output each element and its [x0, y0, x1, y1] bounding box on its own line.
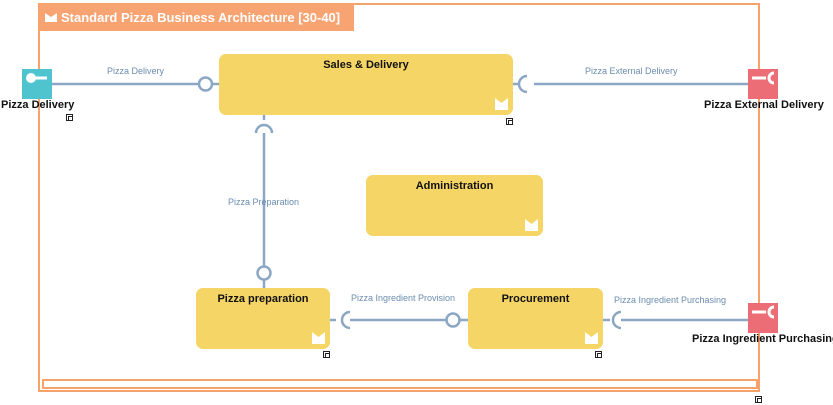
label-pizza-preparation: Pizza Preparation	[228, 197, 300, 207]
required-port-icon[interactable]	[748, 303, 778, 333]
label-pizza-external-delivery: Pizza External Delivery	[585, 66, 678, 76]
component-icon	[585, 332, 598, 344]
component-icon	[45, 13, 57, 22]
component-administration[interactable]: Administration	[366, 175, 543, 236]
shortcut-icon[interactable]	[66, 114, 73, 121]
shortcut-icon[interactable]	[506, 118, 513, 125]
component-icon	[525, 219, 538, 231]
component-icon	[495, 98, 508, 110]
required-interface-ingredient-provision	[340, 310, 351, 330]
required-interface-pizza-preparation	[254, 123, 274, 134]
provided-interface-pizza-preparation	[256, 265, 272, 281]
frame-bottom-bar	[42, 379, 758, 389]
actor-pizza-delivery: Pizza Delivery	[1, 99, 75, 111]
shortcut-icon[interactable]	[595, 351, 602, 358]
component-icon	[312, 332, 325, 344]
shortcut-icon[interactable]	[755, 396, 762, 403]
component-label: Procurement	[501, 293, 570, 305]
label-pizza-ingredient-provision: Pizza Ingredient Provision	[351, 293, 456, 303]
provided-interface-pizza-delivery	[197, 76, 214, 92]
component-sales-delivery[interactable]: Sales & Delivery	[219, 54, 513, 115]
architecture-frame[interactable]	[38, 3, 760, 392]
label-pizza-delivery: Pizza Delivery	[107, 66, 165, 76]
required-interface-external-delivery	[517, 74, 528, 94]
shortcut-icon[interactable]	[323, 351, 330, 358]
component-procurement[interactable]: Procurement	[468, 288, 603, 349]
frame-title-bar[interactable]: Standard Pizza Business Architecture [30…	[39, 4, 354, 31]
component-label: Pizza preparation	[217, 293, 309, 305]
label-pizza-ingredient-purchasing: Pizza Ingredient Purchasing	[614, 295, 727, 305]
frame-title: Standard Pizza Business Architecture [30…	[61, 10, 341, 25]
provided-port-icon[interactable]	[22, 69, 52, 99]
provided-interface-ingredient-provision	[445, 312, 461, 328]
actor-pizza-external-delivery: Pizza External Delivery	[704, 99, 824, 111]
component-pizza-preparation[interactable]: Pizza preparation	[196, 288, 330, 349]
required-port-icon[interactable]	[748, 69, 778, 99]
required-interface-ingredient-purchasing	[611, 310, 622, 330]
component-label: Administration	[415, 180, 494, 192]
actor-pizza-ingredient-purchasing: Pizza Ingredient Purchasing	[692, 333, 833, 345]
component-label: Sales & Delivery	[323, 59, 409, 71]
